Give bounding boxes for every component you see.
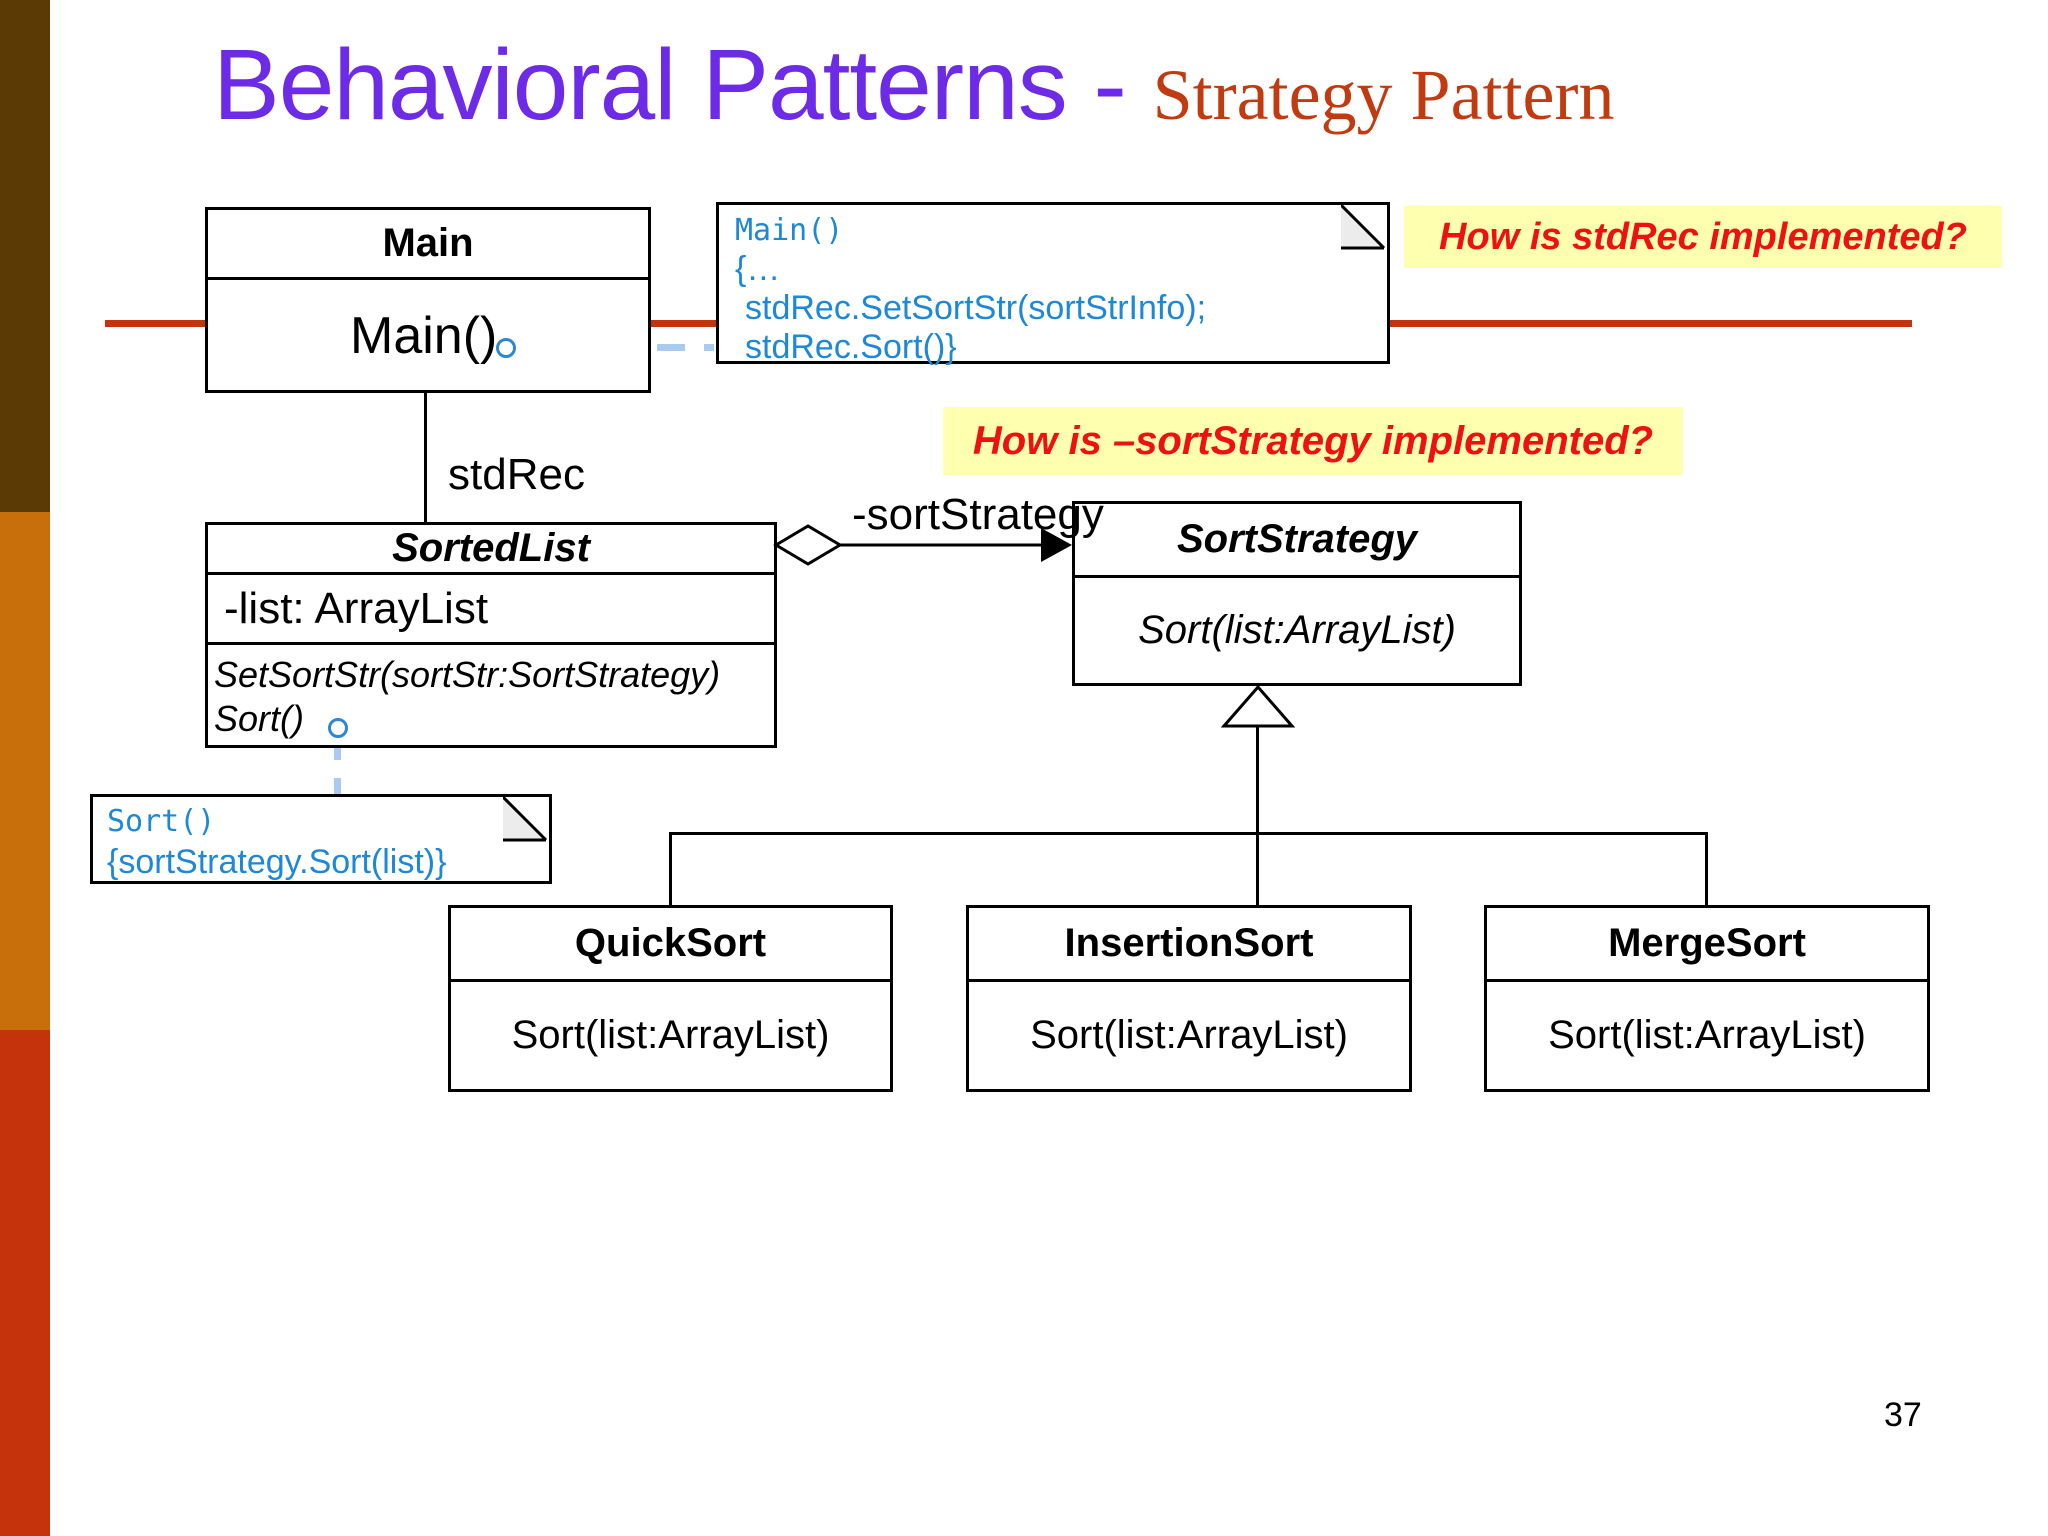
method-sortstrategy: Sort(list:ArrayList): [1138, 608, 1456, 652]
callout-stdrec: How is stdRec implemented?: [1404, 206, 2002, 268]
inheritance-drop-mergesort: [1705, 832, 1708, 906]
dashed-note-link-sort: [334, 738, 341, 794]
note-sort-code: Sort() {sortStrategy.Sort(list)}: [90, 794, 552, 884]
note-fold-icon: [1341, 205, 1386, 250]
class-name-main: Main: [208, 210, 648, 280]
method-sort: Sort(): [214, 698, 304, 739]
title-main: Behavioral Patterns -: [213, 29, 1153, 141]
note-main-code: Main() {… stdRec.SetSortStr(sortStrInfo)…: [716, 202, 1390, 366]
note-sort-line2: {sortStrategy.Sort(list)}: [107, 843, 447, 881]
class-name-sortstrategy: SortStrategy: [1075, 504, 1519, 578]
class-box-insertionsort: InsertionSort Sort(list:ArrayList): [966, 905, 1412, 1092]
class-name-insertionsort: InsertionSort: [969, 908, 1409, 982]
method-setsortstr: SetSortStr(sortStr:SortStrategy): [214, 654, 721, 695]
class-box-sortstrategy: SortStrategy Sort(list:ArrayList): [1072, 501, 1522, 686]
page-number: 37: [1884, 1396, 1922, 1434]
inheritance-drop-insertionsort: [1256, 832, 1259, 906]
attribute-list: -list: ArrayList: [208, 575, 774, 645]
aggregation-arrow: [773, 524, 1072, 566]
inheritance-stem: [1256, 727, 1259, 834]
note-main-line3: stdRec.SetSortStr(sortStrInfo);: [745, 289, 1207, 327]
lollipop-circle-main: [496, 338, 516, 358]
sidebar-accent-redorange: [0, 1030, 50, 1536]
note-fold-icon: [503, 797, 548, 842]
method-mergesort: Sort(list:ArrayList): [1548, 1013, 1866, 1057]
callout-sortstrategy: How is –sortStrategy implemented?: [943, 407, 1683, 475]
note-main-line1: Main(): [735, 213, 844, 248]
class-name-mergesort: MergeSort: [1487, 908, 1927, 982]
inheritance-crossbar: [669, 832, 1708, 835]
page-title: Behavioral Patterns - Strategy Pattern: [213, 28, 1614, 143]
lollipop-circle-sort: [328, 718, 348, 738]
title-sub: Strategy Pattern: [1152, 55, 1615, 135]
methods-sortedlist: SetSortStr(sortStr:SortStrategy) Sort(): [208, 645, 774, 741]
inheritance-drop-quicksort: [669, 832, 672, 906]
method-insertionsort: Sort(list:ArrayList): [1030, 1013, 1348, 1057]
association-main-sortedlist: [424, 393, 427, 522]
label-stdrec: stdRec: [448, 450, 585, 499]
sidebar-accent-orange: [0, 512, 50, 1030]
note-sort-line1: Sort(): [107, 804, 216, 839]
class-name-quicksort: QuickSort: [451, 908, 890, 982]
class-box-main: Main Main(): [205, 207, 651, 393]
method-quicksort: Sort(list:ArrayList): [511, 1013, 830, 1057]
class-body-main: Main(): [208, 280, 648, 390]
label-sortstrategy-role: -sortStrategy: [852, 490, 1104, 539]
sidebar-accent-brown: [0, 0, 50, 512]
method-main: Main(): [350, 307, 498, 365]
note-main-line2: {…: [735, 250, 781, 288]
class-box-sortedlist: SortedList -list: ArrayList SetSortStr(s…: [205, 522, 777, 748]
class-box-quicksort: QuickSort Sort(list:ArrayList): [448, 905, 893, 1092]
class-name-sortedlist: SortedList: [208, 525, 774, 575]
inheritance-triangle: [1221, 684, 1295, 728]
note-main-line4: stdRec.Sort()}: [745, 328, 957, 366]
class-box-mergesort: MergeSort Sort(list:ArrayList): [1484, 905, 1930, 1092]
